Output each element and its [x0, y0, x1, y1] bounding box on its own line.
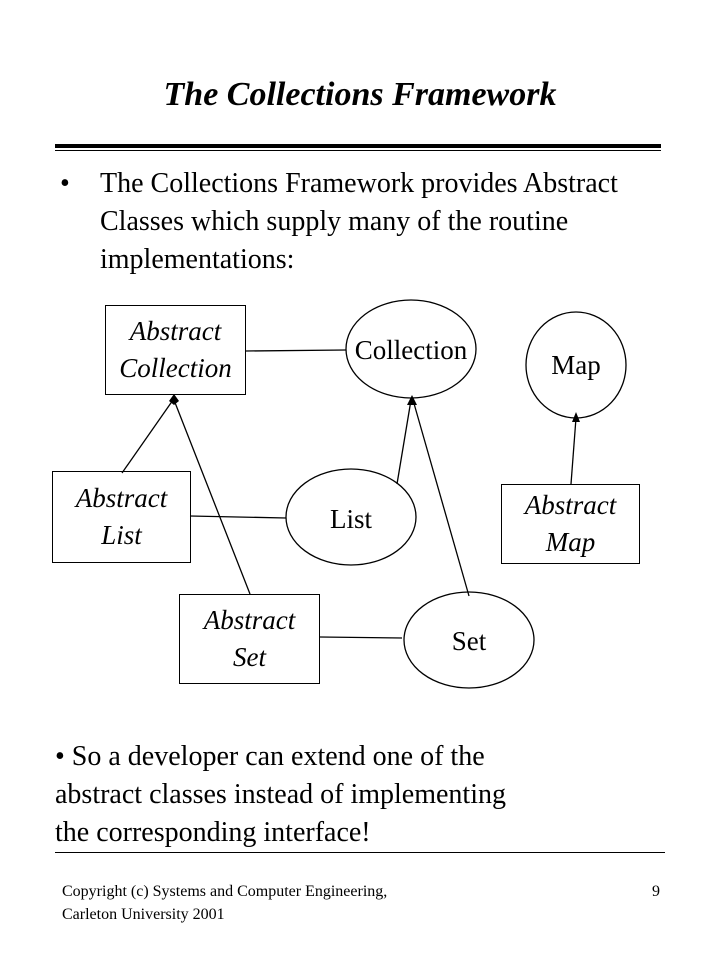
abstract-list-label-line2: List — [101, 520, 142, 550]
collection-ellipse — [345, 299, 477, 399]
abstract-list-box: Abstract List — [52, 471, 191, 563]
map-ellipse — [525, 311, 627, 419]
abstract-map-label-line1: Abstract — [524, 490, 617, 520]
footer-rule — [55, 852, 665, 853]
collection-interface-label: Collection — [354, 334, 468, 365]
abstract-list-label: Abstract List — [53, 472, 190, 562]
arrowhead-abstract-collection — [169, 394, 179, 405]
bullet-paragraph-2: • So a developer can extend one of the a… — [55, 738, 615, 852]
abstract-set-box: Abstract Set — [179, 594, 320, 684]
map-interface-label: Map — [551, 349, 601, 380]
connector-abstract-set-to-set — [319, 636, 403, 639]
abstract-map-label: Abstract Map — [502, 485, 639, 563]
connector-list-to-collection — [396, 399, 412, 485]
abstract-set-label-line1: Abstract — [203, 605, 296, 635]
list-interface-label: List — [329, 503, 372, 534]
set-ellipse — [403, 591, 535, 689]
arrowhead-collection — [407, 395, 417, 405]
abstract-list-label-line1: Abstract — [75, 483, 168, 513]
abstract-map-label-line2: Map — [545, 527, 596, 557]
abstract-collection-label-line2: Collection — [119, 353, 232, 383]
footer-copyright-line1: Copyright (c) Systems and Computer Engin… — [62, 883, 388, 900]
arrowhead-map — [572, 412, 580, 422]
abstract-collection-label: Abstract Collection — [106, 306, 245, 394]
bullet-text-1: The Collections Framework provides Abstr… — [100, 168, 618, 275]
connector-abstract-list-to-abstract-collection — [121, 399, 174, 474]
title-rule-thick — [55, 144, 661, 148]
connector-abstract-list-to-list — [189, 515, 287, 519]
bullet2-line2: abstract classes instead of implementing — [55, 779, 506, 810]
title-rule-thin — [55, 150, 661, 151]
page-title: The Collections Framework — [163, 76, 557, 113]
footer-copyright: Copyright (c) Systems and Computer Engin… — [62, 880, 482, 926]
list-ellipse — [285, 468, 417, 566]
abstract-map-box: Abstract Map — [501, 484, 640, 564]
connector-abstract-set-to-abstract-collection — [173, 399, 251, 595]
abstract-set-label: Abstract Set — [180, 595, 319, 683]
connector-set-to-collection — [412, 399, 470, 597]
page-number: 9 — [652, 883, 660, 900]
bullet-marker: • — [60, 168, 70, 199]
abstract-set-label-line2: Set — [233, 642, 266, 672]
bullet2-line3: the corresponding interface! — [55, 817, 371, 848]
connector-abstract-map-to-map — [570, 417, 577, 485]
bullet2-line1: • So a developer can extend one of the — [55, 741, 485, 772]
set-interface-label: Set — [451, 625, 487, 656]
connector-abstract-collection-to-collection — [245, 349, 347, 352]
abstract-collection-label-line1: Abstract — [129, 316, 222, 346]
abstract-collection-box: Abstract Collection — [105, 305, 246, 395]
footer-copyright-line2: Carleton University 2001 — [62, 906, 225, 923]
